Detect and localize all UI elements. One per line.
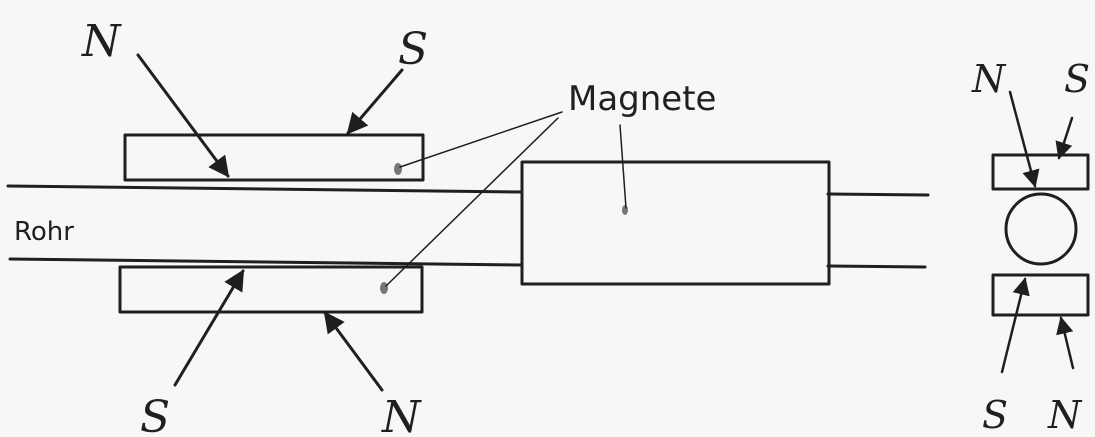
cross-label-top-n: N <box>971 57 1007 101</box>
label-top-s: S <box>398 24 428 75</box>
label-magnete: Magnete <box>568 79 716 119</box>
leader-large-magnet <box>619 124 627 209</box>
cross-section-bottom-magnet <box>991 273 1090 317</box>
arrow-bottom-n <box>323 311 384 392</box>
tube <box>6 184 930 269</box>
cross-section <box>991 90 1090 374</box>
tube-bottom-line <box>8 257 524 267</box>
top-magnet <box>123 133 425 182</box>
bottom-magnet-dot <box>380 282 388 294</box>
label-rohr: Rohr <box>14 217 74 247</box>
label-bottom-n: N <box>381 392 422 437</box>
bottom-magnet <box>118 265 424 314</box>
tube-top-line <box>6 184 524 194</box>
cross-arrow-top-n <box>1008 90 1040 188</box>
large-magnet <box>520 160 831 286</box>
magnete-leaders <box>385 111 627 287</box>
leader-top-magnet <box>399 111 563 168</box>
arrow-top-n <box>136 53 230 178</box>
cross-section-tube <box>1004 192 1078 266</box>
cross-arrow-bottom-n <box>1056 316 1075 370</box>
tube-right-bottom-line <box>826 264 927 269</box>
cross-label-bottom-s: S <box>982 393 1008 437</box>
cross-label-bottom-n: N <box>1047 393 1083 437</box>
tube-right-top-line <box>826 192 930 197</box>
leader-bottom-magnet <box>385 117 559 287</box>
cross-arrow-top-s <box>1055 116 1074 160</box>
top-magnet-dot <box>394 163 402 175</box>
label-top-n: N <box>81 16 122 67</box>
large-magnet-dot <box>622 205 628 215</box>
arrow-top-s <box>346 68 404 135</box>
cross-arrow-bottom-s <box>1000 277 1030 374</box>
arrow-bottom-s <box>173 269 245 387</box>
label-bottom-s: S <box>140 392 170 437</box>
cross-label-top-s: S <box>1064 57 1090 101</box>
cross-section-top-magnet <box>991 153 1090 191</box>
